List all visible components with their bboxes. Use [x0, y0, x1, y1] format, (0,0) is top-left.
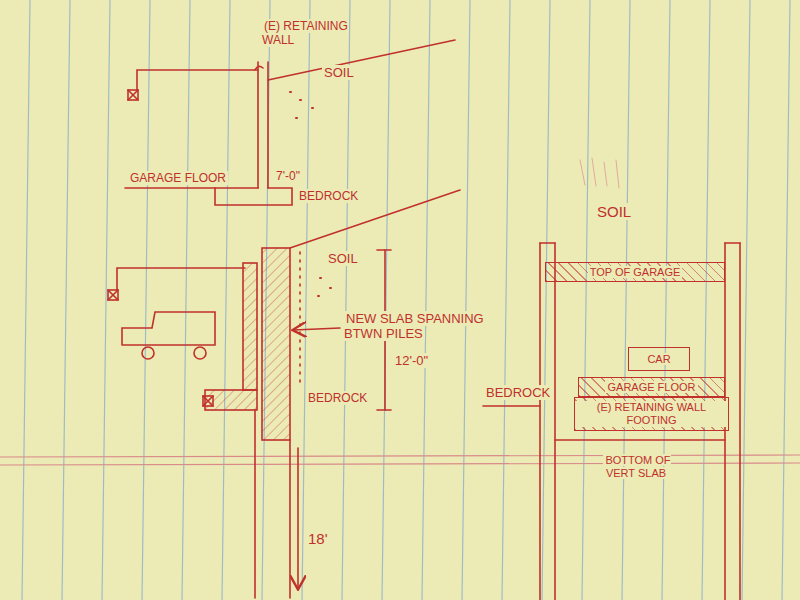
- label-text: 7'-0": [274, 169, 302, 183]
- label-text: SOIL: [326, 251, 360, 266]
- label-text: SOIL: [595, 203, 633, 220]
- label-text: (E) RETAINING WALL: [262, 19, 348, 47]
- margin-lines: [0, 455, 800, 465]
- dimension-label: 12'-0": [393, 354, 430, 369]
- car-box: CAR: [628, 347, 690, 371]
- label-text: SOIL: [322, 65, 356, 80]
- material-label: SOIL: [595, 203, 633, 220]
- label-text: 18': [306, 530, 330, 547]
- label-text: BOTTOM OF VERT SLAB: [603, 454, 670, 479]
- section-sketches: [108, 40, 740, 600]
- material-label: BEDROCK: [484, 386, 552, 401]
- node-text: GARAGE FLOOR: [605, 381, 697, 394]
- dimension-label: 18': [306, 530, 330, 547]
- label-text: 12'-0": [393, 353, 430, 368]
- node-text: (E) RETAINING WALL FOOTING: [575, 401, 728, 426]
- hatched-band: TOP OF GARAGE: [545, 262, 725, 282]
- paper-rule-lines: [22, 0, 790, 600]
- material-label: SOIL: [326, 252, 360, 267]
- dimension-label: 7'-0": [274, 170, 302, 184]
- node-text: TOP OF GARAGE: [588, 266, 683, 279]
- floor-label: GARAGE FLOOR: [128, 172, 228, 186]
- label-text: BEDROCK: [484, 385, 552, 400]
- material-label: SOIL: [322, 66, 356, 81]
- hatched-band: GARAGE FLOOR: [578, 377, 725, 397]
- node-text: CAR: [645, 353, 672, 366]
- hatched-band: (E) RETAINING WALL FOOTING: [574, 397, 729, 431]
- material-label: BEDROCK: [306, 392, 369, 406]
- label-text: NEW SLAB SPANNING BTWN PILES: [344, 311, 484, 341]
- material-label: BEDROCK: [297, 190, 360, 204]
- callout-label: (E) RETAINING WALL: [262, 20, 372, 48]
- label-text: BEDROCK: [297, 189, 360, 203]
- note-label: BOTTOM OF VERT SLAB: [592, 454, 682, 479]
- label-text: BEDROCK: [306, 391, 369, 405]
- label-text: GARAGE FLOOR: [128, 171, 228, 185]
- callout-label: NEW SLAB SPANNING BTWN PILES: [344, 312, 522, 342]
